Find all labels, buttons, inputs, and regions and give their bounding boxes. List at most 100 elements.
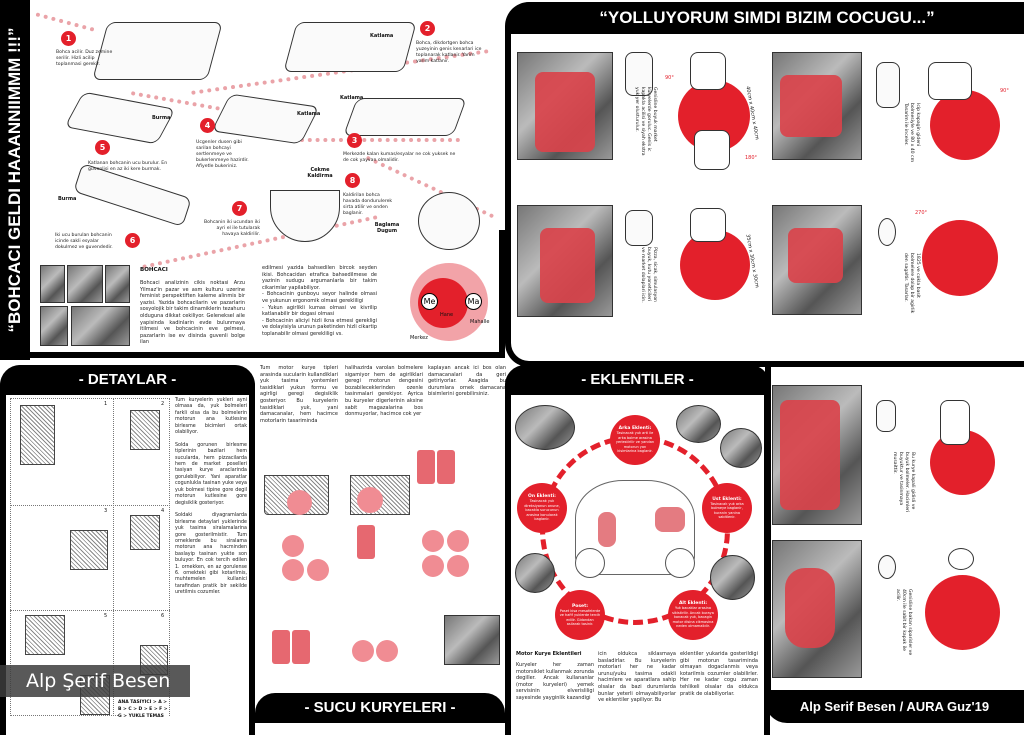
bohcaci-text-col1: Bohcaci analizinin cikis noktasi Arzu Yi… <box>140 280 245 346</box>
detail-hatch <box>25 615 65 655</box>
lid-sketch <box>940 400 970 445</box>
damacana <box>282 559 304 581</box>
opening-diagram <box>925 575 1000 650</box>
bohcaci-photo <box>40 306 68 346</box>
damacana <box>292 630 310 664</box>
detail-num: 6 <box>161 613 165 619</box>
venn-merkez-label: Merkez <box>410 335 428 341</box>
damacana <box>422 555 444 577</box>
lid-sketch <box>948 548 974 570</box>
eklentiler-text-col3: eklentiler yukarida gosterildigi gibi mo… <box>680 651 758 697</box>
detail-legend: ANA TASIYICI > A > B > C > D > E > F > G… <box>118 699 168 720</box>
eklenti-photo <box>710 555 755 600</box>
legend-line: ANA TASIYICI > A > <box>118 700 168 705</box>
step-badge: 3 <box>347 133 362 148</box>
venn-ma: Ma <box>465 293 482 310</box>
detail-hatch <box>130 515 160 550</box>
step-text: Iki ucu burulan bohcanin icinde sakli es… <box>55 233 113 250</box>
detail-hatch <box>20 405 55 465</box>
label-katlama: Katlama <box>340 95 364 101</box>
lid-sketch <box>690 52 726 90</box>
node-text: Tasinacak yuk arka bolmeye baglanir, kur… <box>710 501 744 519</box>
damacana <box>437 450 455 484</box>
bohcaci-panel: “BOHCACI GELDI HAAANNIIMMM !!!” 1 Bohca … <box>0 0 505 360</box>
panel-right-border <box>499 230 505 358</box>
eklenti-node-on: On Eklenti: Tasinacak yuk direksiyonun o… <box>517 483 567 533</box>
eklenti-photo <box>515 553 555 593</box>
step-badge: 4 <box>200 118 215 133</box>
box-line-diagram <box>878 218 896 246</box>
bohcaci-text-col2: edilmesi yazida bahsedilen bircok seyden… <box>262 265 377 337</box>
damacana <box>357 525 375 559</box>
damacana <box>376 640 398 662</box>
box-line-diagram <box>876 400 896 432</box>
damacana-diagrams <box>262 445 502 670</box>
angle-label: 90° <box>1000 88 1009 94</box>
node-title: Arka Eklenti: <box>618 426 652 432</box>
damacana <box>307 559 329 581</box>
grid-divider <box>10 610 170 611</box>
wheel <box>665 548 695 578</box>
left-title-bar <box>0 0 30 360</box>
bohcaci-heading: BOHCACI <box>140 267 168 273</box>
bohcaci-photo <box>105 265 130 303</box>
lid-sketch <box>690 208 726 242</box>
detail-num: 1 <box>104 401 108 407</box>
sucu-text-col3: kaplayan ancak ici bos olan damacanalari… <box>428 365 506 398</box>
eklentiler-title: - EKLENTILER - <box>505 365 770 395</box>
box-text: Bu kurye kapali gidisli ve buyuk bolmele… <box>892 452 915 513</box>
angle-label: 270° <box>915 210 928 216</box>
bohcaci-photo <box>40 265 65 303</box>
box-red <box>540 228 595 303</box>
damacana <box>287 490 312 515</box>
bohcaci-photo <box>67 265 103 303</box>
eklenti-node-ust: Ust Eklenti: Tasinacak yuk arka bolmeye … <box>702 483 752 533</box>
node-title: Alt Eklenti: <box>678 601 708 607</box>
wheel <box>575 548 605 578</box>
label-baglama: Baglama Dugum <box>374 222 400 234</box>
sucu-text-col2: halihazirda varolan bolmelere sigamiyor … <box>345 365 423 418</box>
node-text: Tasinacak yuk arti ile arka bolme arasin… <box>615 431 655 454</box>
lid-sketch <box>928 62 972 100</box>
bohcaci-photo <box>71 306 130 346</box>
step-badge: 5 <box>95 140 110 155</box>
step-text: Bohca acilir. Duz zemine serilir. Hizli … <box>56 50 113 67</box>
eklenti-node-arka: Arka Eklenti: Tasinacak yuk arti ile ark… <box>610 415 660 465</box>
top-right-title: “YOLLUYORUM SIMDI BIZIM COCUGU...” <box>510 2 1024 34</box>
venn-hane: Hane <box>440 312 454 318</box>
left-title: “BOHCACI GELDI HAAANNIIMMM !!!” <box>5 27 24 333</box>
label-katlama: Katlama <box>370 33 394 39</box>
detaylar-title: - DETAYLAR - <box>0 365 255 395</box>
panel-bottom-border <box>0 352 505 358</box>
damacana <box>447 530 469 552</box>
grid-divider <box>113 398 114 716</box>
right-column-border <box>765 367 771 697</box>
box-text: Genisline bakan siparisler ve 40cm ile s… <box>895 589 912 656</box>
eklentiler-text-col1: Kuryeler her zaman motorsiklet kullanmak… <box>516 662 594 701</box>
node-text: Poset kisa mesafelerde ve hafif yuklerde… <box>559 608 601 626</box>
eklenti-photo <box>515 405 575 450</box>
label-burma: Burma <box>58 196 77 202</box>
bohca-sketch-4 <box>211 93 320 145</box>
node-text: Tasinacak yuk direksiyonun onune, bacakl… <box>524 499 560 522</box>
angle-label: 180° <box>745 155 758 161</box>
attachment-red <box>655 507 685 532</box>
bohca-sketch-3 <box>343 98 467 136</box>
sucu-title: - SUCU KURYELERI - <box>255 693 505 723</box>
step-badge: 1 <box>61 31 76 46</box>
detail-num: 5 <box>104 613 108 619</box>
step-text: Ucgenler dusen gibi sarilan bohcayi sert… <box>196 140 249 169</box>
box-line-diagram <box>878 555 896 579</box>
detail-grid <box>10 398 170 716</box>
box-red <box>780 75 842 137</box>
legend-line: B > C > D > E > F > <box>118 707 168 712</box>
box-red <box>780 400 840 510</box>
detail-num: 4 <box>161 508 165 514</box>
detail-hatch <box>70 530 108 570</box>
node-title: Ust Eklenti: <box>712 496 742 502</box>
box-red <box>785 568 835 648</box>
bohca-sketch-7 <box>270 190 340 242</box>
step-text: Kaldirilan bohca havada dondurulerek sir… <box>343 193 393 216</box>
box-line-diagram <box>876 62 900 108</box>
eklenti-node-alt: Alt Eklenti: Yuk bacaklar arasina sikist… <box>668 590 718 640</box>
